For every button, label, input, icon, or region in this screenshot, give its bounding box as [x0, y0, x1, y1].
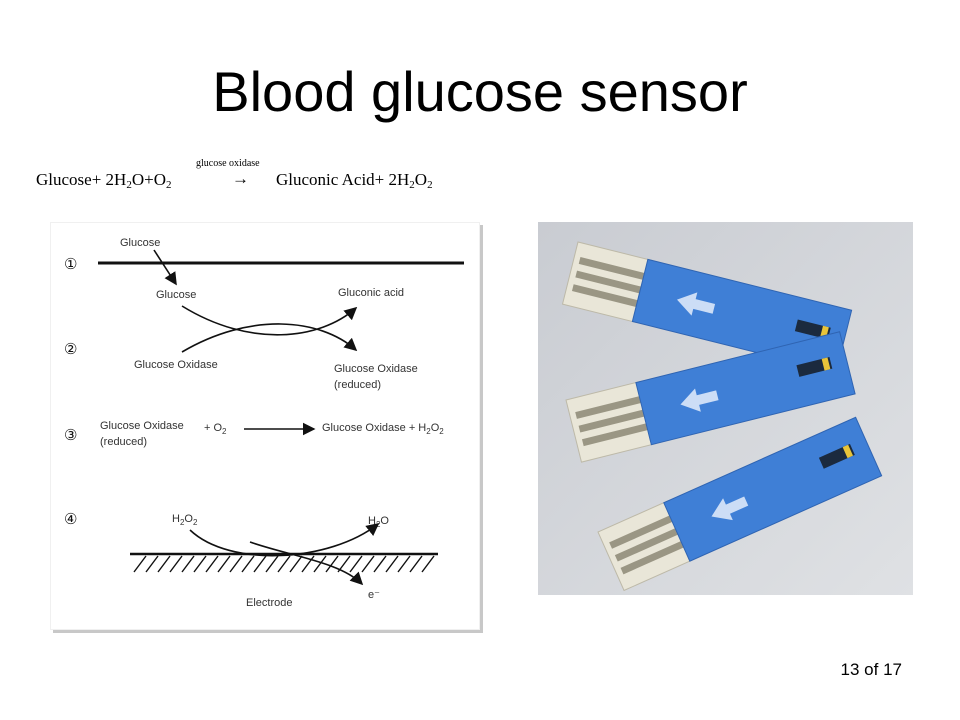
step3-reduced-label: (reduced) [100, 436, 147, 448]
electrode-hatching [133, 555, 435, 573]
glucose-mid-label: Glucose [156, 289, 196, 301]
step-2-marker: ② [64, 341, 77, 358]
test-strips-photo [538, 222, 913, 595]
electron-label: e⁻ [368, 589, 380, 601]
page-number: 13 of 17 [840, 660, 902, 679]
step-1-marker: ① [64, 256, 77, 273]
product-gluconic-acid: Gluconic Acid [276, 170, 375, 189]
h2o2-label: H2O2 [172, 513, 198, 527]
electron-arrow [249, 541, 364, 586]
arrow-icon [680, 388, 719, 412]
subscript: 2 [126, 179, 132, 191]
gluconic-acid-label: Gluconic acid [338, 287, 404, 299]
oxidation-arrow-1 [181, 305, 358, 336]
arrow-icon [676, 292, 716, 316]
product-peroxide-h: + 2H [374, 170, 410, 189]
reaction-arrow: → [232, 169, 249, 188]
peroxide-to-water-arrow [189, 523, 380, 557]
glucose-top-label: Glucose [120, 237, 160, 249]
arrow-icon [711, 496, 749, 521]
slide-title: Blood glucose sensor [212, 60, 748, 123]
reaction-equation: Glucose+ 2H2O+O2 glucose oxidase → Gluco… [36, 158, 476, 194]
reactant-glucose: Glucose [36, 170, 92, 189]
equation-reactants: Glucose+ 2H2O+O2 [36, 170, 172, 191]
reaction-diagram: ① Glucose Glucose Gluconic acid ② Glucos… [50, 222, 480, 630]
electrode-label: Electrode [246, 597, 292, 609]
glucose-diffusion-arrow [153, 249, 177, 286]
product-peroxide-o: O [414, 170, 428, 189]
oxidation-arrow-2 [181, 323, 358, 353]
glucose-oxidase-reduced-label: Glucose Oxidase [334, 363, 418, 375]
reduced-label: (reduced) [334, 379, 381, 391]
reactant-water-h: + 2H [91, 170, 127, 189]
enzyme-label: glucose oxidase [196, 158, 260, 169]
step3-oxygen-label: + O2 [204, 422, 227, 436]
equation-products: Gluconic Acid+ 2H2O2 [276, 170, 433, 191]
test-strip-3 [597, 416, 883, 592]
step3-enzyme-label: Glucose Oxidase [100, 420, 184, 432]
test-strips-illustration [538, 222, 913, 595]
step-3-marker: ③ [64, 427, 77, 444]
reactant-oxygen: O+O [131, 170, 166, 189]
step3-products-label: Glucose Oxidase + H2O2 [322, 422, 444, 436]
glucose-oxidase-label: Glucose Oxidase [134, 359, 218, 371]
step-4-marker: ④ [64, 511, 77, 528]
subscript: 2 [409, 179, 415, 191]
h2o-label: H2O [368, 515, 389, 529]
subscript: 2 [427, 179, 433, 191]
reaction-diagram-svg: ① Glucose Glucose Gluconic acid ② Glucos… [64, 237, 464, 609]
test-strip-2 [565, 331, 856, 463]
subscript: 2 [166, 179, 172, 191]
